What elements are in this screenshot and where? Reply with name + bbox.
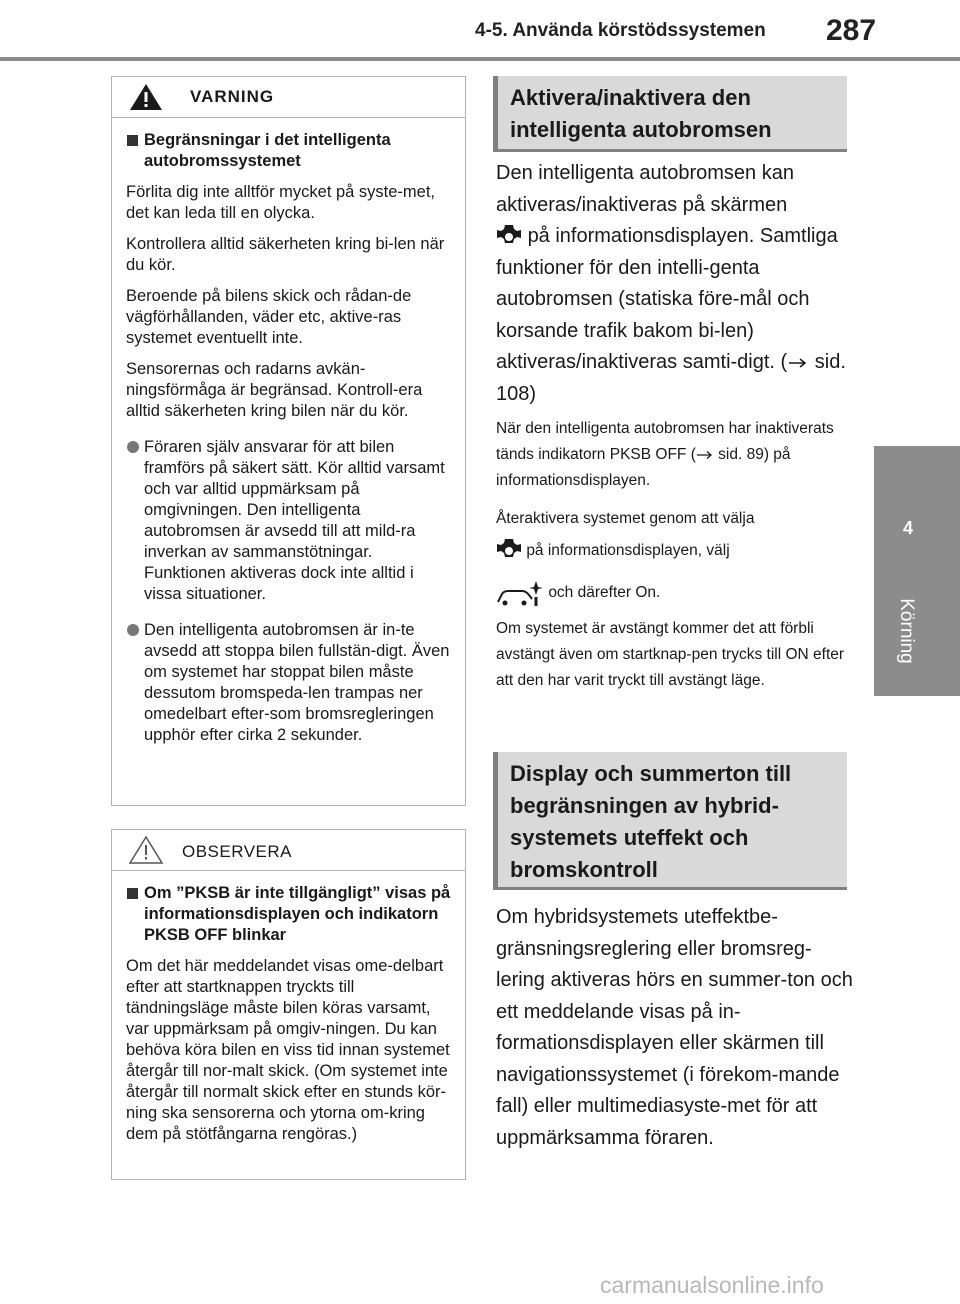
arrow-right-icon — [789, 358, 807, 368]
square-bullet-icon — [127, 135, 138, 146]
section1-off-note: Om systemet är avstängt kommer det att f… — [496, 620, 845, 689]
notice-box: OBSERVERA Om ”PKSB är inte tillgängligt”… — [111, 829, 466, 1180]
header-section-title: 4-5. Använda körstödssystemen — [475, 20, 766, 41]
warning-box-header: VARNING — [112, 77, 465, 118]
notice-heading: Om ”PKSB är inte tillgängligt” visas på … — [126, 883, 451, 946]
warning-triangle-icon — [130, 84, 162, 110]
watermark: carmanualsonline.info — [600, 1272, 824, 1298]
warning-heading: Begränsningar i det intelligenta autobro… — [126, 130, 451, 172]
settings-gear-icon — [497, 224, 521, 243]
warning-title: VARNING — [190, 87, 275, 106]
round-bullet-icon — [127, 624, 139, 636]
notice-box-header: OBSERVERA — [112, 830, 465, 871]
warning-paragraph: Kontrollera alltid säkerheten kring bi-l… — [126, 235, 445, 274]
notice-title: OBSERVERA — [182, 842, 293, 861]
section1-note: När den intelligenta autobromsen har ina… — [496, 420, 834, 489]
section1-reactivate-line2: på informationsdisplayen, välj — [496, 538, 856, 564]
round-bullet-icon — [127, 441, 139, 453]
square-bullet-icon — [127, 888, 138, 899]
chapter-label: Körning — [896, 598, 917, 664]
warning-bullet: Den intelligenta autobromsen är in-te av… — [126, 620, 451, 746]
caution-triangle-icon — [128, 835, 164, 864]
warning-box: VARNING Begränsningar i det intelligenta… — [111, 76, 466, 806]
section1-reactivate-line3: och därefter On. — [496, 578, 856, 608]
warning-bullet: Föraren själv ansvarar för att bilen fra… — [126, 437, 451, 605]
warning-paragraph: Beroende på bilens skick och rådan-de vä… — [126, 287, 412, 347]
section2-paragraph: Om hybridsystemets uteffektbe-gränsnings… — [496, 906, 853, 1149]
notice-paragraph: Om det här meddelandet visas ome-delbart… — [126, 957, 450, 1143]
warning-paragraph: Förlita dig inte alltför mycket på syste… — [126, 183, 436, 222]
warning-paragraph: Sensorernas och radarns avkän-ningsförmå… — [126, 360, 423, 420]
header-rule — [0, 57, 960, 61]
section1-reactivate-text: Återaktivera systemet genom att välja — [496, 510, 755, 527]
arrow-right-icon — [696, 450, 712, 459]
section-heading-display: Display och summerton till begränsningen… — [493, 752, 847, 890]
chapter-tab — [874, 446, 960, 696]
section-heading-activate: Aktivera/inaktivera den intelligenta aut… — [493, 76, 847, 152]
settings-gear-icon — [497, 539, 521, 557]
page-number: 287 — [826, 14, 877, 47]
car-assist-icon — [497, 581, 543, 606]
chapter-number: 4 — [902, 518, 913, 538]
section1-paragraph: Den intelligenta autobromsen kan aktiver… — [496, 162, 846, 405]
